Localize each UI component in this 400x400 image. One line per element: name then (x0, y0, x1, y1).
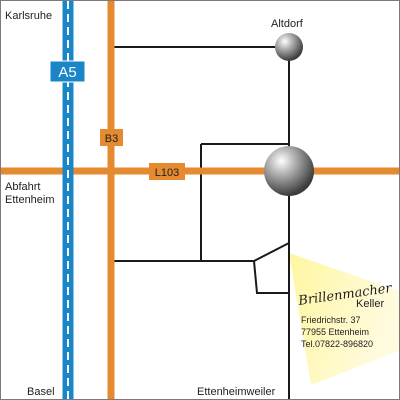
b3-label: B3 (100, 129, 123, 146)
business-city: 77955 Ettenheim (301, 327, 369, 337)
ettenheim-node-icon (264, 146, 314, 196)
svg-text:B3: B3 (105, 133, 118, 145)
label-karlsruhe: Karlsruhe (5, 10, 52, 22)
local-roads (111, 46, 290, 399)
business-phone: Tel.07822-896820 (301, 339, 373, 349)
label-basel: Basel (27, 386, 55, 398)
altdorf-node-icon (275, 33, 303, 61)
spotlight-cone (289, 253, 399, 385)
svg-text:A5: A5 (58, 64, 76, 81)
label-ettenheim-exit: Ettenheim (5, 194, 55, 206)
business-name-sub: Keller (356, 298, 384, 310)
business-street: Friedrichstr. 37 (301, 315, 361, 325)
label-ettenheimweiler: Ettenheimweiler (197, 386, 276, 398)
label-altdorf: Altdorf (271, 18, 304, 30)
l103-label: L103 (149, 163, 185, 180)
label-abfahrt: Abfahrt (5, 181, 40, 193)
a5-shield: A5 (49, 60, 86, 83)
svg-text:L103: L103 (155, 167, 179, 179)
